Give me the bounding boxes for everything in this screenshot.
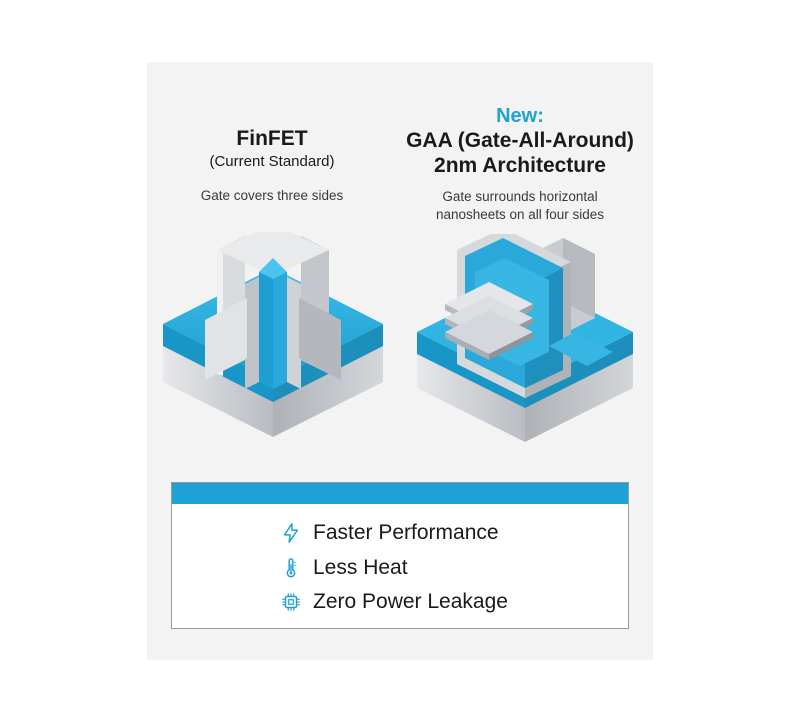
- feature-label: Zero Power Leakage: [313, 590, 508, 614]
- finfet-column: FinFET (Current Standard) Gate covers th…: [147, 62, 397, 205]
- thermometer-icon: [286, 557, 296, 578]
- features-box: Faster Performance Less Heat: [171, 482, 629, 629]
- chip-icon: [282, 593, 300, 611]
- features-list: Faster Performance Less Heat: [280, 516, 508, 620]
- finfet-diagram: [163, 232, 383, 437]
- feature-item-faster-performance: Faster Performance: [280, 516, 508, 551]
- gaa-diagram: [417, 234, 633, 442]
- finfet-block-right: [299, 298, 341, 380]
- finfet-gate-top: [217, 232, 329, 276]
- new-tag: New:: [496, 105, 544, 127]
- finfet-block-left: [205, 298, 247, 380]
- feature-label: Less Heat: [313, 555, 408, 579]
- lightning-icon: [283, 523, 299, 544]
- gaa-base-left-face: [417, 352, 525, 442]
- finfet-title: FinFET: [236, 127, 308, 150]
- finfet-base-right-face: [273, 344, 383, 437]
- gaa-drain-pad: [549, 332, 613, 366]
- gaa-title-line1: GAA (Gate-All-Around): [406, 129, 634, 152]
- features-header-bar: [172, 483, 628, 504]
- finfet-subtitle: (Current Standard): [209, 153, 335, 170]
- finfet-caption: Gate covers three sides: [200, 188, 344, 203]
- gaa-nanosheets: [445, 282, 533, 360]
- gaa-base-right-face: [525, 352, 633, 442]
- finfet-base-left-face: [163, 344, 273, 437]
- gaa-column: New: GAA (Gate-All-Around) 2nm Architect…: [387, 62, 653, 224]
- gaa-caption-line2: nanosheets on all four sides: [435, 207, 605, 222]
- feature-item-less-heat: Less Heat: [280, 551, 508, 586]
- feature-label: Faster Performance: [313, 521, 499, 545]
- comparison-card: FinFET (Current Standard) Gate covers th…: [147, 62, 653, 660]
- gaa-title-line2: 2nm Architecture: [434, 154, 606, 177]
- feature-item-zero-power-leakage: Zero Power Leakage: [280, 585, 508, 620]
- finfet-gate-wrap-left: [245, 277, 259, 389]
- finfet-gate-wrap-right: [287, 277, 301, 389]
- gaa-caption-line1: Gate surrounds horizontal: [442, 189, 598, 204]
